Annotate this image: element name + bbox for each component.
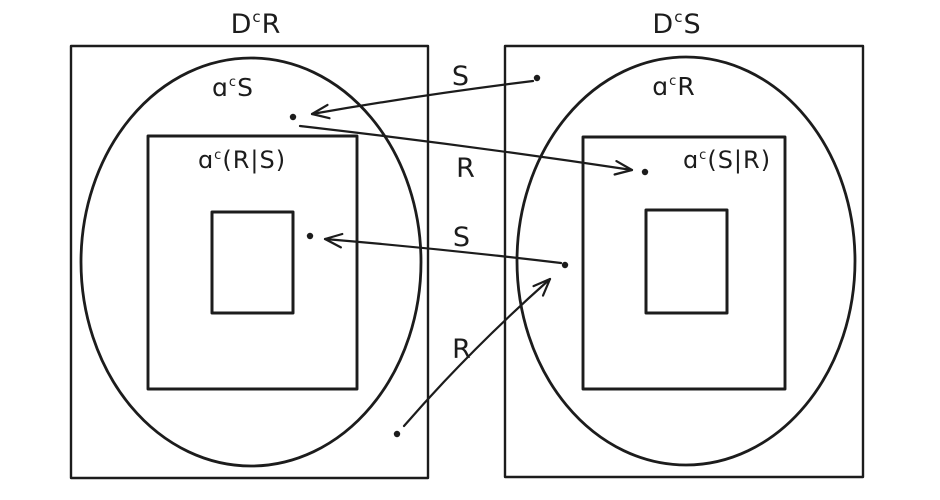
left-inner-box bbox=[210, 210, 295, 315]
text-layer: DcR DcS ɑcS ɑcR ɑc(R|S) ɑc(S|R) S R S R bbox=[198, 8, 771, 365]
arrow-s-top-head bbox=[310, 103, 331, 120]
arrow-s-middle bbox=[323, 232, 563, 265]
left-outer-box bbox=[69, 44, 430, 480]
arrow-r-lower-line bbox=[402, 277, 552, 428]
left-ellipse-label: ɑcS bbox=[212, 73, 254, 102]
point-left-panel-bottom bbox=[393, 430, 401, 438]
left-ellipse bbox=[79, 56, 423, 468]
arrow-r-upper-label: R bbox=[456, 153, 476, 184]
right-ellipse-label: ɑcR bbox=[652, 72, 695, 101]
point-left-ellipse bbox=[289, 113, 297, 121]
arrow-s-top bbox=[310, 79, 535, 120]
left-middle-box-label: ɑc(R|S) bbox=[198, 146, 286, 174]
right-outer-box bbox=[503, 44, 865, 479]
right-inner-box bbox=[644, 208, 729, 315]
point-right-middle-box bbox=[641, 168, 649, 176]
arrow-s-top-label: S bbox=[452, 61, 470, 92]
right-box-title: DcS bbox=[652, 8, 701, 40]
arrow-r-lower-head bbox=[532, 277, 552, 297]
arrow-r-lower bbox=[402, 277, 552, 428]
point-left-inner-box bbox=[306, 232, 314, 240]
point-right-panel-top bbox=[533, 74, 541, 82]
right-middle-box bbox=[581, 135, 787, 391]
left-middle-box bbox=[146, 134, 359, 391]
arrow-r-lower-label: R bbox=[452, 334, 472, 365]
shape-layer bbox=[69, 44, 865, 480]
arrow-s-middle-label: S bbox=[453, 222, 471, 253]
right-middle-box-label: ɑc(S|R) bbox=[683, 146, 771, 174]
arrow-r-upper-line bbox=[298, 124, 634, 172]
point-right-ellipse bbox=[561, 261, 569, 269]
arrow-s-middle-line bbox=[323, 237, 563, 265]
arrow-s-middle-head bbox=[323, 232, 344, 249]
arrow-s-top-line bbox=[310, 79, 535, 116]
right-ellipse bbox=[515, 55, 857, 467]
point-layer bbox=[289, 74, 649, 438]
arrow-r-upper-head bbox=[613, 160, 634, 176]
left-box-title: DcR bbox=[231, 8, 282, 40]
arrow-r-upper bbox=[298, 124, 634, 176]
